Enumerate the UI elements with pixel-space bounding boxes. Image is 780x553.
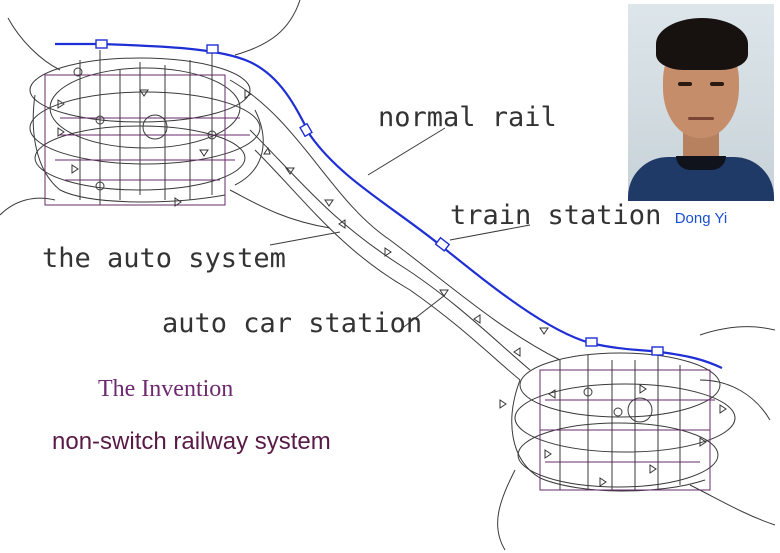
normal-rail-line <box>55 42 723 369</box>
photo-hair <box>656 18 748 70</box>
curve <box>497 469 516 551</box>
photo-collar <box>676 156 726 170</box>
curve <box>699 379 771 421</box>
train-station-marker <box>651 346 664 356</box>
train-stations <box>95 39 664 356</box>
leader-auto-system <box>269 231 341 246</box>
curve <box>229 189 331 229</box>
leader-normal-rail <box>367 127 446 176</box>
curve <box>7 17 61 71</box>
label-train-station: train station <box>450 200 661 231</box>
leader-train-station <box>449 224 531 241</box>
curve <box>699 326 776 336</box>
inventor-photo <box>628 4 774 201</box>
curve <box>689 484 776 526</box>
invention-subtitle: non-switch railway system <box>52 428 331 455</box>
train-station-marker <box>206 44 219 54</box>
train-station-marker <box>585 337 598 347</box>
label-auto-car-station: auto car station <box>162 308 422 339</box>
curve <box>0 197 56 216</box>
leader-lines <box>269 127 531 331</box>
lower-auto-station <box>499 352 736 492</box>
train-station-marker <box>434 236 451 252</box>
train-station-marker <box>299 122 313 138</box>
label-normal-rail: normal rail <box>378 102 557 133</box>
curve <box>234 0 301 56</box>
upper-auto-station <box>29 50 271 207</box>
invention-title: The Invention <box>98 376 234 402</box>
label-auto-system: the auto system <box>42 243 286 274</box>
photo-eye <box>678 82 692 86</box>
photo-mouth <box>688 117 714 120</box>
photo-caption: Dong Yi <box>674 210 728 227</box>
photo-eye <box>710 82 724 86</box>
train-station-marker <box>95 39 108 49</box>
connecting-auto-tracks <box>229 79 561 381</box>
leader-auto-car-station <box>399 294 446 331</box>
